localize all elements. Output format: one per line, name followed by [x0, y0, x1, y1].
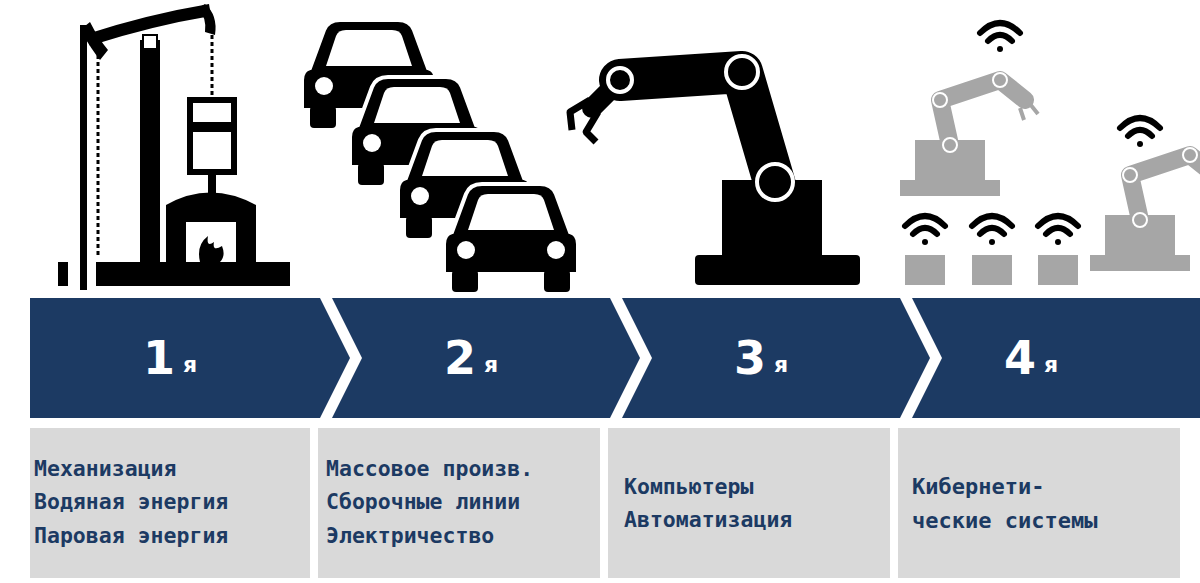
era-chevron: 3я	[622, 298, 930, 418]
era-number: 3	[734, 331, 766, 385]
chevron-fill	[912, 298, 1200, 418]
description-text: Массовое произв.	[326, 452, 600, 485]
description-text: Механизация	[34, 452, 310, 485]
era-description-box: Кибернети- ческие системы	[898, 428, 1180, 578]
era-description-box: Массовое произв.Сборочные линииЭлектриче…	[318, 428, 600, 578]
networked-robots	[900, 23, 1200, 285]
ordinal-suffix: я	[183, 352, 197, 377]
robot-arm	[570, 56, 860, 285]
description-text: Сборочные линии	[326, 485, 600, 518]
steam-engine	[58, 4, 290, 290]
description-text: Компьютеры	[624, 470, 890, 503]
era-number: 4	[1004, 331, 1036, 385]
era-chevron: 2я	[332, 298, 640, 418]
description-text: Паровая энергия	[34, 519, 310, 552]
era-number: 2	[444, 331, 476, 385]
era-description-box: МеханизацияВодяная энергияПаровая энерги…	[30, 428, 310, 578]
era-description-box: КомпьютерыАвтоматизация	[608, 428, 890, 578]
car-icons	[302, 20, 578, 292]
ordinal-suffix: я	[774, 352, 788, 377]
chevron-fill	[622, 298, 930, 418]
ordinal-suffix: я	[484, 352, 498, 377]
chevron-fill	[332, 298, 640, 418]
description-text: Водяная энергия	[34, 485, 310, 518]
description-text: Кибернети- ческие системы	[912, 470, 1112, 538]
era-number: 1	[143, 331, 175, 385]
chevron-fill	[30, 298, 350, 418]
era-chevron: 4я	[912, 298, 1200, 418]
description-text: Автоматизация	[624, 503, 890, 536]
description-text: Электричество	[326, 519, 600, 552]
ordinal-suffix: я	[1044, 352, 1058, 377]
era-chevron: 1я	[30, 298, 350, 418]
